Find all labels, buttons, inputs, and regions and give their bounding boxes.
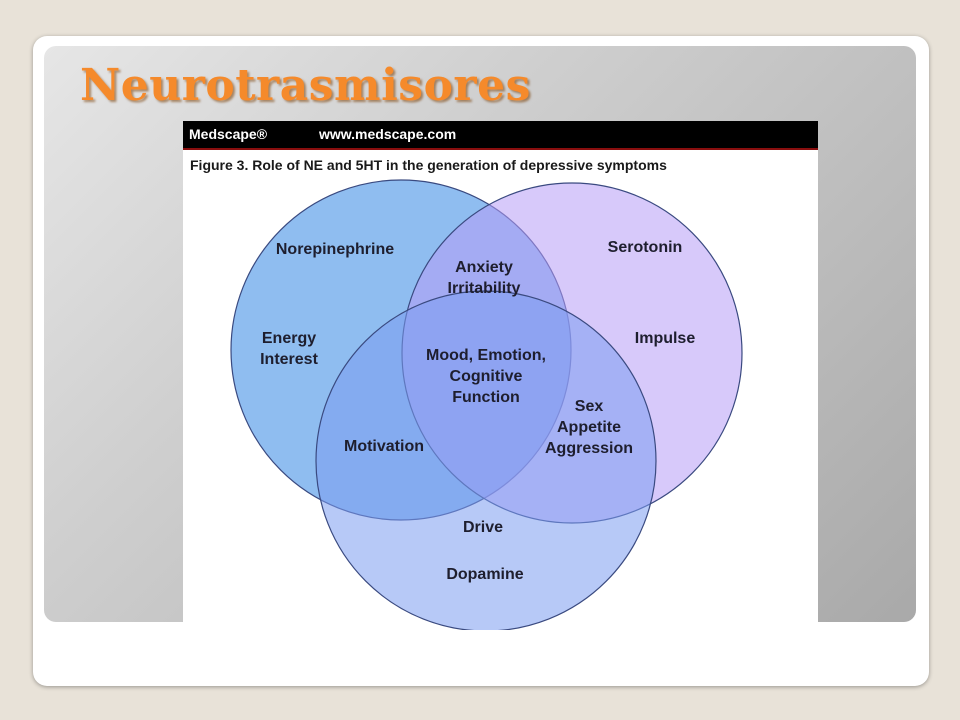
set-label-serotonin: Serotonin [608, 239, 683, 256]
region-label-line: Cognitive [450, 368, 523, 385]
region-label-line: Motivation [344, 438, 424, 455]
region-label-line: Irritability [448, 280, 521, 297]
set-label-dopamine: Dopamine [446, 566, 523, 583]
region-label-line: Energy [262, 330, 316, 347]
figure-image: Medscape® www.medscape.com Figure 3. Rol… [183, 121, 818, 630]
region-label-line: Sex [575, 398, 604, 415]
region-dopamine-only: Drive [463, 519, 503, 536]
region-label-line: Anxiety [455, 259, 513, 276]
figure-url: www.medscape.com [319, 126, 457, 142]
region-label-line: Function [452, 389, 520, 406]
figure-brand: Medscape® [189, 126, 268, 142]
figure-header-bar: Medscape® www.medscape.com [183, 121, 818, 150]
region-label-line: Aggression [545, 440, 633, 457]
region-label-line: Interest [260, 351, 318, 368]
figure-caption: Figure 3. Role of NE and 5HT in the gene… [190, 157, 667, 173]
region-label-line: Mood, Emotion, [426, 347, 546, 364]
dopamine-circle [315, 290, 657, 630]
venn-diagram: Norepinephrine Serotonin Dopamine Energy… [230, 179, 743, 630]
region-label-line: Drive [463, 519, 503, 536]
slide-title: Neurotrasmisores [80, 60, 531, 111]
region-ne-dopamine: Motivation [344, 438, 424, 455]
region-label-line: Appetite [557, 419, 621, 436]
region-serotonin-only: Impulse [635, 330, 696, 347]
region-label-line: Impulse [635, 330, 696, 347]
set-label-norepinephrine: Norepinephrine [276, 241, 394, 258]
